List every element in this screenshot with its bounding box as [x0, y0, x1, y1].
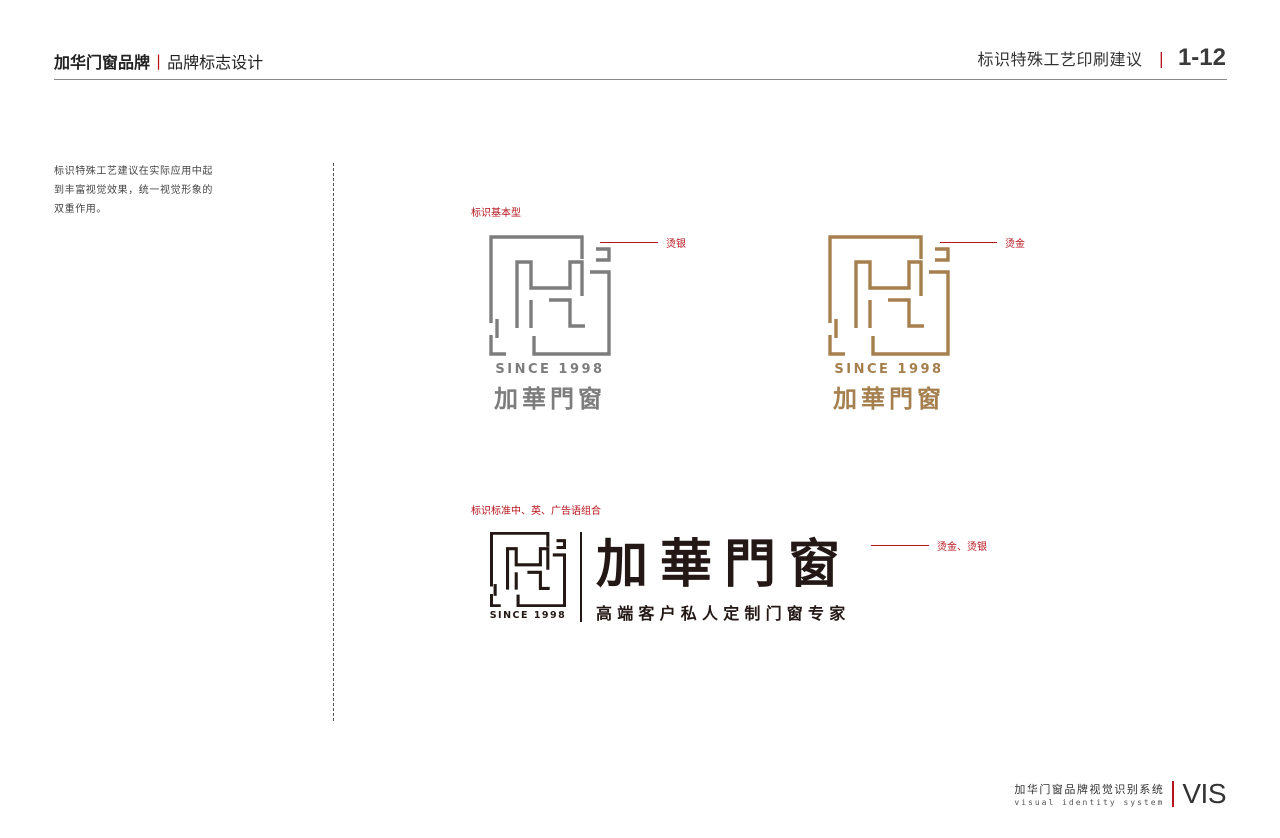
since-text-gold: SINCE 1998 — [834, 362, 944, 377]
slogan: 高端客户私人定制门窗专家 — [596, 604, 851, 623]
callout-gold: 烫金 — [940, 235, 1025, 250]
brand-name-silver: 加華門窗 — [494, 385, 606, 413]
footer-en: visual identity system — [1014, 798, 1165, 807]
brand-name-gold: 加華門窗 — [833, 385, 945, 413]
page-number: 1-12 — [1177, 44, 1226, 71]
callout-line — [871, 545, 929, 546]
callout-silver: 烫银 — [600, 235, 686, 250]
dashed-divider — [333, 163, 334, 721]
logo-mark-silver-icon — [489, 235, 611, 356]
since-text-combo: SINCE 1998 — [489, 610, 567, 621]
callout-combo: 烫金、烫银 — [871, 538, 987, 553]
footer-cn: 加华门窗品牌视觉识别系统 — [1014, 783, 1165, 796]
header-page-info: 标识特殊工艺印刷建议 | 1-12 — [978, 44, 1226, 72]
combo-wordmark: 加華門窗 高端客户私人定制门窗专家 — [596, 532, 852, 624]
logo-mark-gold-icon — [828, 235, 950, 356]
section-label-combo: 标识标准中、英、广告语组合 — [471, 506, 601, 517]
callout-label-combo: 烫金、烫银 — [937, 542, 987, 553]
section-name: 品牌标志设计 — [167, 53, 264, 72]
logo-mark-black-icon — [490, 532, 566, 607]
since-text-silver: SINCE 1998 — [495, 362, 605, 377]
callout-label-silver: 烫银 — [666, 239, 686, 250]
footer-separator — [1172, 781, 1175, 807]
header-separator-right: | — [1158, 48, 1164, 68]
section-label-basic: 标识基本型 — [471, 208, 521, 219]
callout-label-gold: 烫金 — [1005, 239, 1025, 250]
logo-silver: SINCE 1998 加華門窗 — [476, 235, 624, 414]
brand-name-large: 加華門窗 — [596, 535, 853, 595]
combo-divider — [580, 532, 582, 622]
intro-text: 标识特殊工艺建议在实际应用中起到丰富视觉效果，统一视觉形象的双重作用。 — [54, 166, 213, 215]
callout-line — [600, 242, 658, 243]
header-rule — [54, 79, 1227, 80]
logo-gold: SINCE 1998 加華門窗 — [815, 235, 963, 414]
footer-texts: 加华门窗品牌视觉识别系统 visual identity system — [1014, 781, 1164, 807]
header-brand: 加华门窗品牌 | 品牌标志设计 — [54, 49, 263, 73]
footer-vis-mark: VIS — [1182, 778, 1226, 809]
footer: 加华门窗品牌视觉识别系统 visual identity system VIS — [1014, 778, 1226, 810]
combo-mark: SINCE 1998 — [489, 532, 567, 621]
header-separator: | — [156, 52, 162, 70]
callout-line — [940, 242, 997, 243]
logo-combination: SINCE 1998 加華門窗 高端客户私人定制门窗专家 — [489, 532, 852, 624]
page-title: 标识特殊工艺印刷建议 — [977, 50, 1143, 69]
brand-name: 加华门窗品牌 — [54, 53, 151, 72]
